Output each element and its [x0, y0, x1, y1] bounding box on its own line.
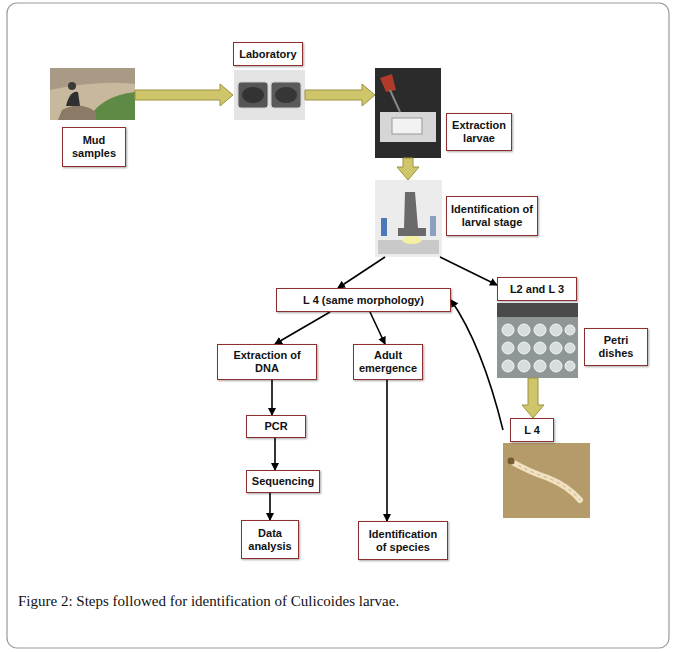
extraction-node: Extraction larvae [375, 68, 512, 158]
flow-arrow [338, 257, 385, 288]
microscope-photo [375, 180, 442, 257]
photo-lamp-arm [390, 90, 400, 112]
photo-shelf [497, 303, 578, 317]
node-label: Mud samples [67, 134, 121, 160]
stage-node: L 4 [503, 418, 590, 518]
block-arrow [135, 84, 233, 106]
figure-frame [7, 3, 669, 648]
flow-arrow [269, 493, 271, 520]
node-label: Identification of larval stage [451, 203, 533, 229]
photo-person [66, 92, 80, 106]
label-box: Extraction larvae [446, 113, 512, 151]
photo-dishes [502, 324, 575, 372]
process-box: PCR [246, 415, 306, 438]
larva-photo [503, 443, 590, 518]
node-label: Sequencing [251, 475, 315, 488]
node-label: L 4 (same morphology) [281, 294, 446, 307]
photo-ground [50, 68, 135, 120]
flow-arrow [271, 380, 273, 415]
node-label: L 4 [515, 424, 549, 437]
block-arrow [397, 158, 419, 180]
sample-node: Mud samples [50, 68, 135, 167]
node-label: Extraction of DNA [222, 349, 312, 375]
petri-photo [497, 303, 578, 378]
photo-microscope [398, 192, 426, 236]
photo-mud [242, 87, 264, 103]
flow-arrow [440, 257, 497, 285]
flow-arrow [370, 312, 385, 344]
node-label: Identification of species [363, 528, 443, 554]
photo-light [402, 236, 422, 244]
figure-caption: Figure 2: Steps followed for identificat… [18, 592, 658, 610]
photo-lamp [380, 74, 396, 92]
photo-larva-segments [512, 462, 580, 500]
node-label: PCR [251, 420, 301, 433]
photo-tray [271, 82, 301, 108]
node-label: Adult emergence [358, 349, 418, 375]
node-label: Petri dishes [589, 334, 643, 360]
result-box: Data analysis [241, 520, 299, 559]
node-label: L2 and L 3 [502, 283, 572, 296]
flow-arrow [275, 312, 330, 344]
photo-bench [234, 70, 305, 120]
photo-background [375, 68, 441, 158]
photo-background [497, 303, 578, 378]
process-box: L 4 (same morphology) [276, 288, 451, 312]
block-arrow [522, 378, 544, 418]
process-box: Extraction of DNA [217, 344, 317, 380]
photo-tray [392, 118, 422, 134]
flow-arrow [386, 380, 388, 521]
node-label: Laboratory [238, 48, 298, 61]
flow-arrow [274, 438, 276, 470]
process-box: Sequencing [246, 470, 320, 493]
photo-label: Petri dishes [584, 328, 648, 366]
block-arrow [305, 84, 375, 106]
stage-node: Identification of larval stage [375, 180, 538, 257]
result-box: Identification of species [358, 521, 448, 560]
extraction-photo [375, 68, 441, 158]
stage-node: L2 and L 3 [497, 277, 578, 378]
photo-background [375, 180, 442, 257]
label-box: Laboratory [233, 42, 303, 66]
photo-larva [512, 462, 580, 500]
node-label: Extraction larvae [451, 119, 507, 145]
laboratory-photo [234, 70, 305, 120]
photo-mud [275, 87, 297, 103]
label-box: L2 and L 3 [497, 277, 577, 301]
photo-mud [58, 105, 96, 120]
node-label: Data analysis [246, 527, 294, 553]
label-box: Identification of larval stage [446, 196, 538, 236]
photo-person [68, 82, 76, 90]
photo-bottle [430, 216, 436, 236]
curved-arrow [451, 300, 503, 430]
photo-bottle [381, 218, 387, 236]
photo-background [503, 443, 590, 518]
photo-larva-head [508, 458, 515, 465]
process-box: Adult emergence [353, 344, 423, 380]
lab-node: Laboratory [233, 42, 305, 120]
photo-tray [238, 82, 268, 108]
mud-photo [50, 68, 135, 120]
label-box: Mud samples [62, 127, 126, 167]
photo-bench [380, 112, 436, 142]
label-box: L 4 [510, 418, 554, 442]
photo-bank [50, 68, 135, 90]
